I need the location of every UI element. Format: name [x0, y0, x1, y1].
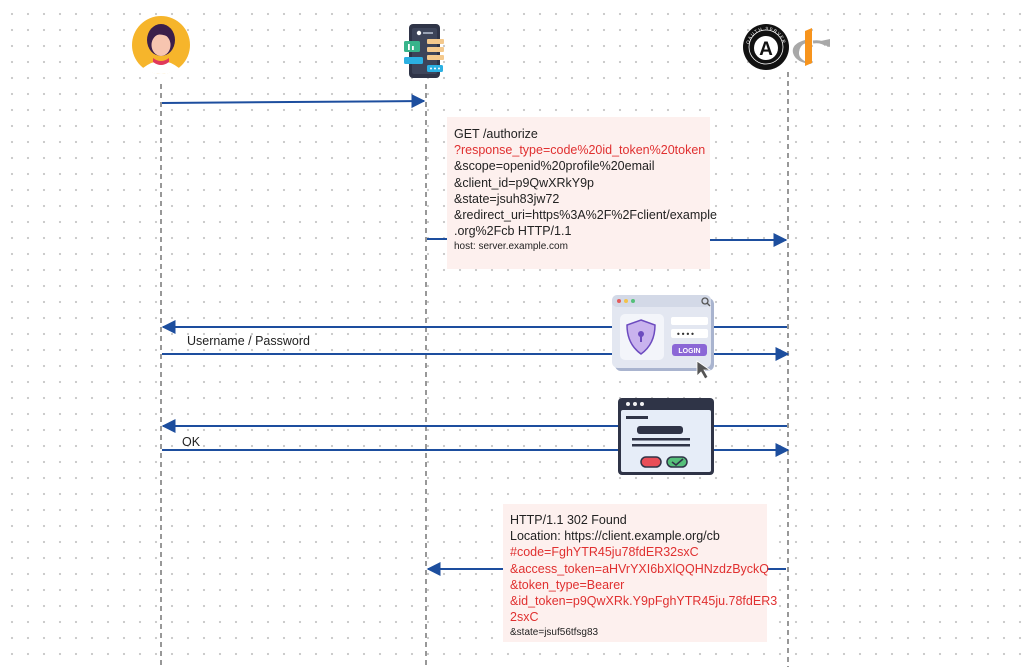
request-line: GET /authorize — [454, 127, 538, 141]
ok-label: OK — [182, 435, 201, 449]
request-redirect-uri: &redirect_uri=https%3A%2F%2Fclient/examp… — [454, 208, 717, 223]
response-access-token: &access_token=aHVrYXI6bXlQQHNzdzByckQ — [510, 561, 770, 576]
response-status: HTTP/1.1 302 Found — [510, 513, 627, 527]
credentials-label: Username / Password — [187, 334, 310, 348]
svg-text:••••: •••• — [676, 330, 695, 339]
openid-logo-icon — [792, 28, 830, 66]
response-state: &state=jsuf56tfsg83 — [510, 627, 599, 639]
svg-text:A: A — [759, 39, 773, 60]
request-scope: &scope=openid%20profile%20email — [454, 159, 655, 174]
user-avatar-icon — [132, 16, 190, 74]
response-id-token: &id_token=p9QwXRk.Y9pFghYTR45ju.78fdER3 — [510, 594, 778, 609]
authorization-response-note: HTTP/1.1 302 Found Location: https://cli… — [503, 504, 778, 642]
request-state: &state=jsuh83jw72 — [454, 191, 560, 206]
response-id-token-cont: 2sxC — [510, 610, 539, 625]
request-response-type: ?response_type=code%20id_token%20token — [454, 143, 706, 158]
consent-window-illustration — [618, 398, 714, 475]
response-token-type: &token_type=Bearer — [510, 577, 625, 592]
response-code: #code=FghYTR45ju78fdER32sxC — [510, 545, 699, 560]
request-host: host: server.example.com — [454, 241, 568, 253]
request-client-id: &client_id=p9QwXRkY9p — [454, 175, 595, 190]
mouse-cursor-icon — [696, 360, 712, 380]
arrow-user-to-client — [161, 94, 426, 109]
response-location: Location: https://client.example.org/cb — [510, 529, 720, 544]
authorization-request-note: GET /authorize ?response_type=code%20id_… — [447, 117, 717, 269]
svg-text:LOGIN: LOGIN — [678, 348, 700, 355]
request-redirect-uri-cont: .org%2Fcb HTTP/1.1 — [454, 224, 572, 239]
login-window-illustration: •••• LOGIN — [612, 295, 714, 380]
mobile-app-icon — [404, 24, 444, 78]
oauth-server-logo-icon: A OAUTH SERVER — [743, 24, 789, 70]
